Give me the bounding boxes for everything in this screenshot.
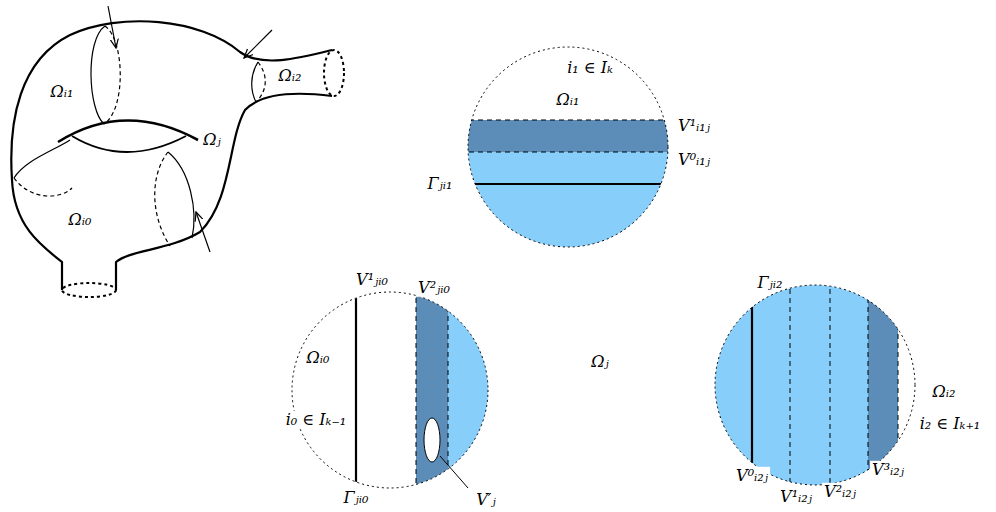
region-label: Ωⱼ: [201, 131, 223, 149]
arrows: [108, 6, 272, 252]
math-label: V¹ⱼᵢ₀: [354, 271, 390, 289]
tube-ends: [62, 50, 344, 297]
math-label: V⁰ᵢ₁ⱼ: [676, 151, 712, 169]
math-label: i₂ ∈ Iₖ₊₁: [918, 415, 983, 433]
disk-top: [460, 120, 680, 260]
region-label: Γⱼᵢ₁: [426, 175, 455, 193]
math-label: Ωᵢ₁: [555, 91, 582, 109]
math-label: V²ᵢ₂ⱼ: [822, 483, 858, 501]
math-label: V¹ᵢ₁ⱼ: [676, 117, 712, 135]
math-label: i₁ ∈ Iₖ: [565, 59, 615, 77]
region-label: Ωᵢ₀: [67, 211, 94, 229]
math-label: V²ⱼᵢ₀: [416, 279, 452, 297]
math-label: Ωᵢ₂: [931, 383, 958, 401]
math-label: i₀ ∈ Iₖ₋₁: [284, 411, 349, 429]
math-label: V¹ᵢ₂ⱼ: [778, 488, 814, 506]
math-label: V⁰ᵢ₂ⱼ: [734, 467, 770, 485]
disk-left: [356, 280, 498, 500]
cut-loops: [14, 26, 265, 246]
disk-region: V¹ⱼᵢ₀V²ⱼᵢ₀Ωᵢ₀i₀ ∈ Iₖ₋₁Γⱼᵢ₀: [292, 292, 488, 488]
region-label: Ωᵢ₁: [49, 83, 76, 101]
region-label: Ωⱼ: [589, 353, 611, 371]
math-label: Ωᵢ₀: [305, 349, 332, 367]
math-label: V³ᵢ₂ⱼ: [870, 461, 906, 479]
math-label: Γⱼᵢ₂: [756, 274, 785, 292]
disk-region: i₁ ∈ IₖΩᵢ₁V¹ᵢ₁ⱼV⁰ᵢ₁ⱼ: [468, 47, 668, 247]
leader-line: [440, 456, 468, 488]
region-label: V′ⱼ: [474, 491, 497, 509]
region-label: Ωᵢ₂: [277, 67, 304, 85]
disk-region: Γⱼᵢ₂Ωᵢ₂i₂ ∈ Iₖ₊₁V⁰ᵢ₂ⱼV¹ᵢ₂ⱼV²ᵢ₂ⱼV³ᵢ₂ⱼ: [715, 285, 915, 485]
surface: [11, 21, 332, 290]
math-label: Γⱼᵢ₀: [342, 489, 371, 507]
